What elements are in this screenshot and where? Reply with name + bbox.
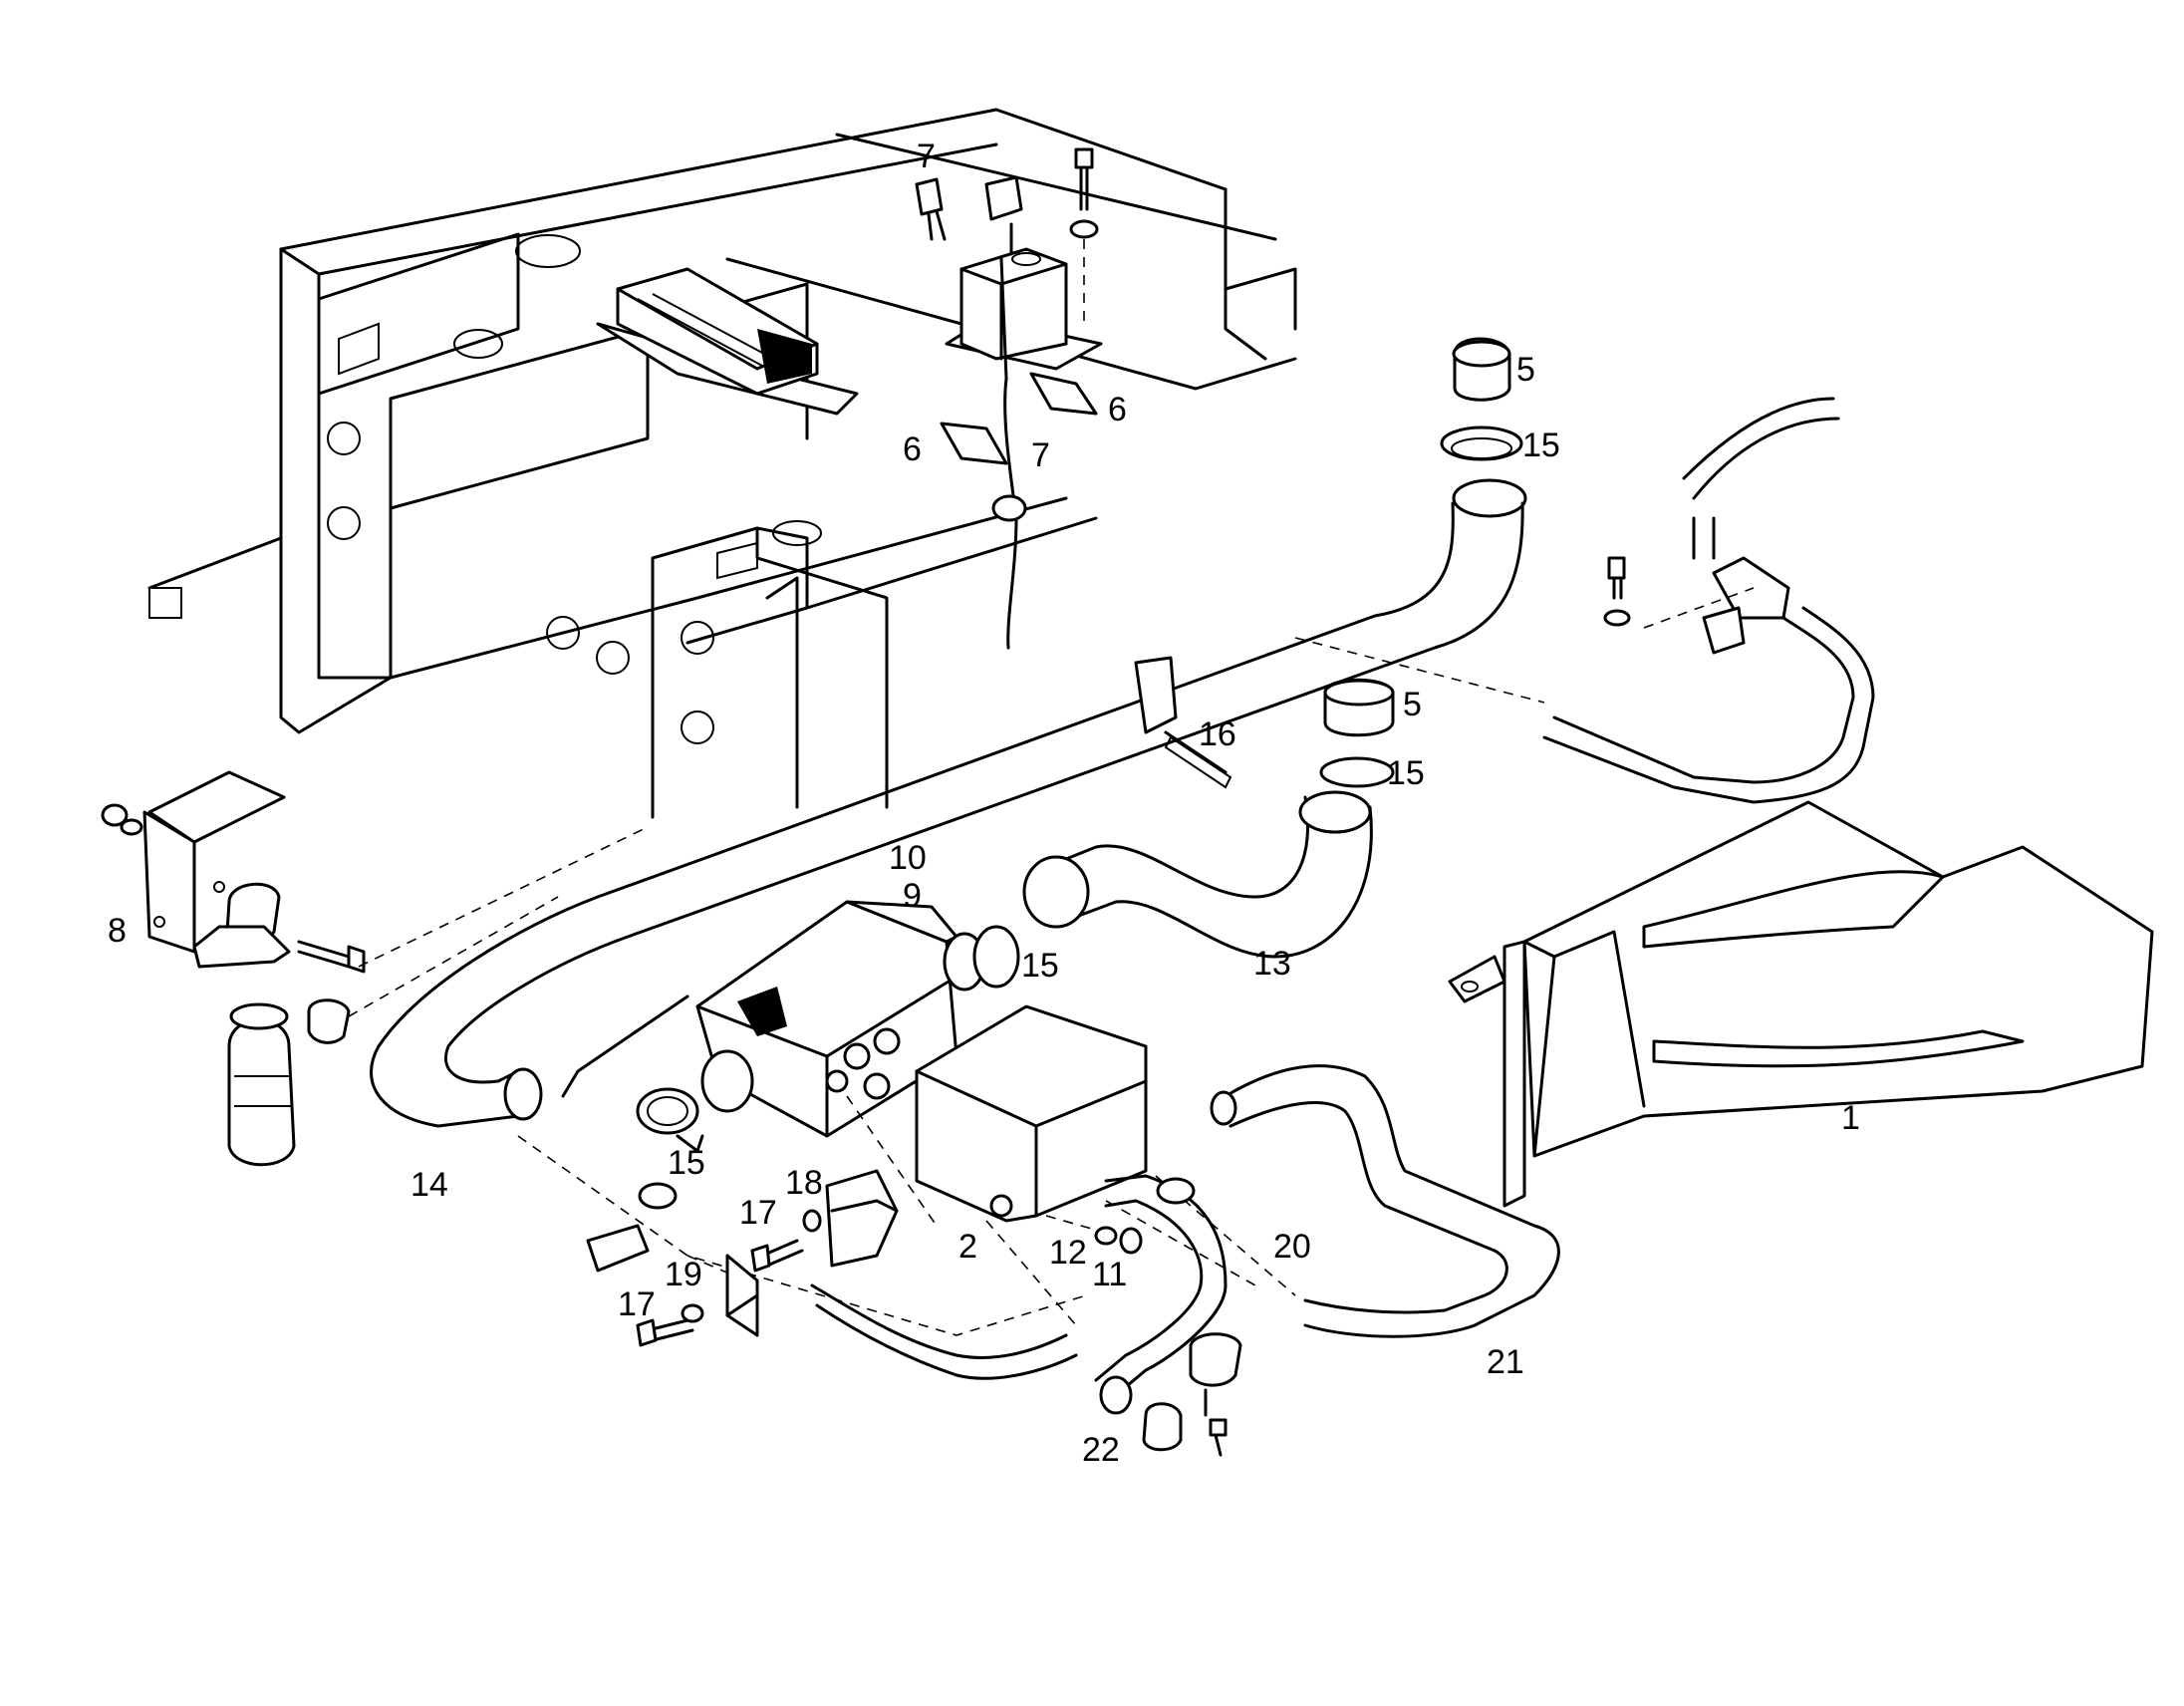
callout-9: 9 — [903, 877, 922, 915]
callout-17b: 17 — [618, 1285, 656, 1323]
heater-unit — [561, 900, 1020, 1138]
callout-15d: 15 — [668, 1144, 705, 1182]
callout-18: 18 — [785, 1164, 823, 1202]
callout-12: 12 — [1049, 1234, 1087, 1272]
bracket-pads — [940, 372, 1098, 465]
callout-15a: 15 — [1522, 426, 1560, 464]
callout-19: 19 — [665, 1256, 702, 1293]
callout-5b: 5 — [1403, 686, 1422, 723]
callout-1: 1 — [1841, 1099, 1860, 1137]
callout-6b: 6 — [1108, 391, 1127, 428]
callout-15c: 15 — [1021, 947, 1059, 985]
callout-17a: 17 — [739, 1194, 777, 1232]
callout-5a: 5 — [1516, 351, 1535, 389]
duct-1 — [1448, 800, 2154, 1208]
filter-bracket-8 — [101, 770, 649, 974]
callout-2: 2 — [958, 1228, 977, 1266]
hose-13 — [1022, 678, 1395, 959]
hose-clamp-heater — [636, 1087, 704, 1153]
callout-16: 16 — [1199, 715, 1236, 753]
callout-22: 22 — [1082, 1431, 1120, 1469]
fuel-line-upper-right — [1294, 397, 1875, 804]
hose-20-22 — [810, 1174, 1242, 1457]
callout-10: 10 — [889, 839, 927, 877]
callout-8: 8 — [108, 912, 127, 950]
callout-7b: 7 — [1031, 436, 1050, 474]
bolt-washer-top — [1069, 147, 1099, 329]
bracket-box — [915, 1004, 1148, 1223]
callout-15b: 15 — [1387, 754, 1425, 792]
fuel-filter — [227, 896, 559, 1167]
small-hardware — [586, 1169, 1143, 1347]
long-hose-14 — [370, 501, 1524, 1128]
callout-21: 21 — [1487, 1343, 1524, 1381]
switch-part — [915, 177, 947, 241]
callout-11: 11 — [1092, 1256, 1127, 1293]
callout-labels: 1 2 5 5 6 6 7 7 8 9 10 11 12 13 14 15 15… — [108, 138, 1860, 1469]
hose-21 — [1210, 1064, 1560, 1338]
switch-box — [945, 175, 1103, 650]
air-intake-upper — [1440, 337, 1527, 518]
callout-6a: 6 — [903, 430, 922, 468]
callout-14: 14 — [410, 1166, 448, 1204]
callout-13: 13 — [1253, 945, 1291, 983]
control-unit-box — [596, 267, 859, 416]
callout-20: 20 — [1273, 1228, 1311, 1266]
vehicle-frame — [147, 108, 1297, 819]
callout-7a: 7 — [917, 138, 936, 175]
